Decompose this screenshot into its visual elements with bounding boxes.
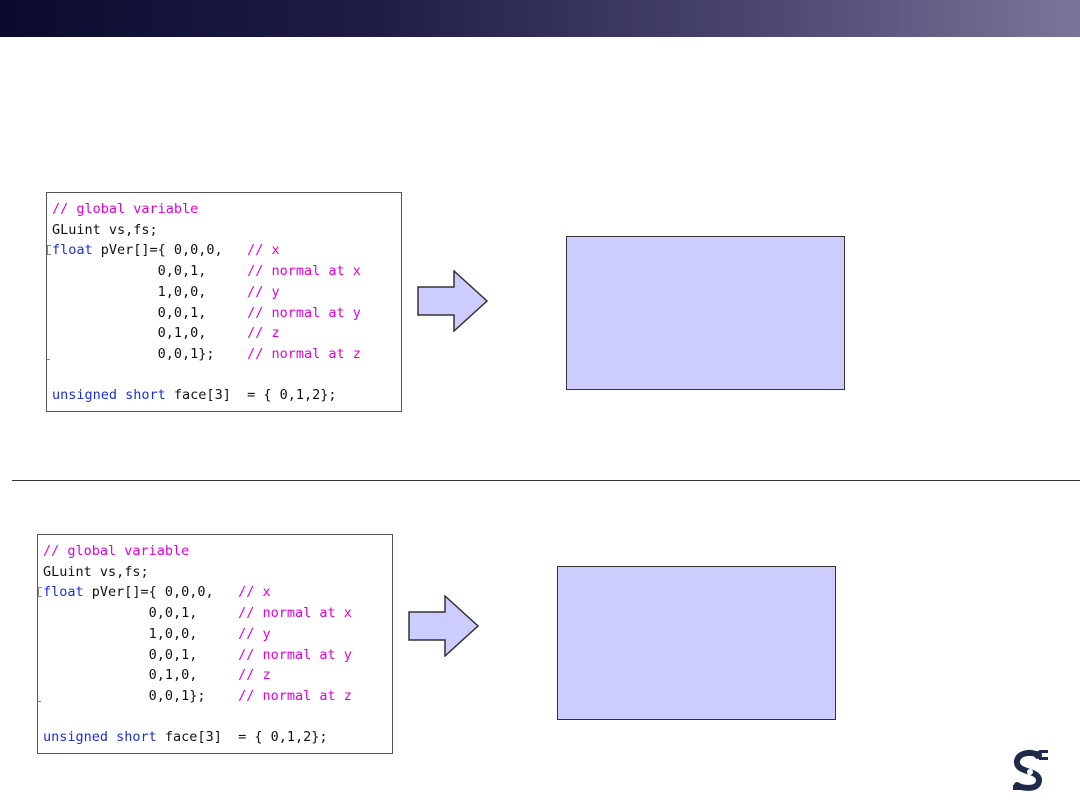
code-keyword: unsigned short: [43, 729, 157, 746]
code-comment: // global variable: [43, 543, 190, 559]
code-line: 0,0,1}; // normal at z: [43, 686, 352, 706]
code-text: 0,1,0,: [52, 325, 248, 342]
code-text: 0,0,1,: [52, 263, 248, 280]
code-comment: // normal at z: [238, 687, 352, 704]
code-text: GLuint vs,fs;: [52, 221, 158, 238]
code-text: 0,0,1,: [52, 304, 248, 321]
code-keyword: float: [43, 584, 84, 601]
code-line: unsigned short face[3] = { 0,1,2};: [43, 727, 327, 747]
code-line: 0,1,0, // z: [43, 665, 271, 685]
code-text: face[3] = { 0,1,2};: [165, 387, 337, 404]
right-arrow-icon: [417, 270, 489, 332]
code-text: 0,0,1};: [43, 687, 239, 704]
code-line: // global variable: [52, 199, 198, 219]
code-line: 0,0,1}; // normal at z: [52, 344, 361, 364]
result-box-bottom: [557, 566, 836, 720]
section-divider: [12, 480, 1080, 481]
code-comment: // y: [238, 625, 271, 642]
code-text: 0,1,0,: [43, 667, 239, 684]
code-comment: // normal at z: [247, 345, 361, 362]
robot-arm-logo-icon: [1013, 750, 1048, 791]
code-fold-marker: [47, 245, 51, 256]
code-text: 0,0,1,: [43, 646, 239, 663]
code-line: unsigned short face[3] = { 0,1,2};: [52, 385, 336, 405]
code-line: 0,0,1, // normal at x: [52, 261, 361, 281]
code-fold-marker: [38, 587, 42, 598]
code-comment: // z: [247, 325, 280, 342]
code-keyword: float: [52, 242, 93, 259]
code-fold-end: [47, 358, 50, 360]
code-comment: // y: [247, 283, 280, 300]
code-line: float pVer[]={ 0,0,0, // x: [52, 240, 280, 260]
code-comment: // normal at x: [247, 263, 361, 280]
code-line: GLuint vs,fs;: [43, 562, 149, 582]
code-text: 0,0,1,: [43, 605, 239, 622]
code-line: float pVer[]={ 0,0,0, // x: [43, 582, 271, 602]
result-box-top: [566, 236, 845, 390]
code-text: 0,0,1};: [52, 345, 248, 362]
code-line: 1,0,0, // y: [52, 282, 280, 302]
code-comment: // global variable: [52, 201, 199, 217]
right-arrow-icon: [408, 595, 480, 657]
code-text: GLuint vs,fs;: [43, 563, 149, 580]
code-line: // global variable: [43, 541, 189, 561]
code-comment: // z: [238, 667, 271, 684]
code-line: 0,0,1, // normal at y: [43, 645, 352, 665]
title-bar: [0, 0, 1080, 37]
code-line: GLuint vs,fs;: [52, 220, 158, 240]
code-line: 0,0,1, // normal at x: [43, 603, 352, 623]
code-text: pVer[]={ 0,0,0,: [92, 242, 248, 259]
code-fold-end: [38, 700, 41, 702]
code-comment: // normal at y: [247, 304, 361, 321]
code-text: face[3] = { 0,1,2};: [156, 729, 328, 746]
code-comment: // x: [238, 584, 271, 601]
code-text: 1,0,0,: [52, 283, 248, 300]
code-text: pVer[]={ 0,0,0,: [83, 584, 239, 601]
code-comment: // x: [247, 242, 280, 259]
code-text: 1,0,0,: [43, 625, 239, 642]
code-comment: // normal at x: [238, 605, 352, 622]
code-keyword: unsigned short: [52, 387, 166, 404]
code-comment: // normal at y: [238, 646, 352, 663]
code-line: 1,0,0, // y: [43, 624, 271, 644]
code-line: 0,0,1, // normal at y: [52, 303, 361, 323]
code-line: 0,1,0, // z: [52, 323, 280, 343]
